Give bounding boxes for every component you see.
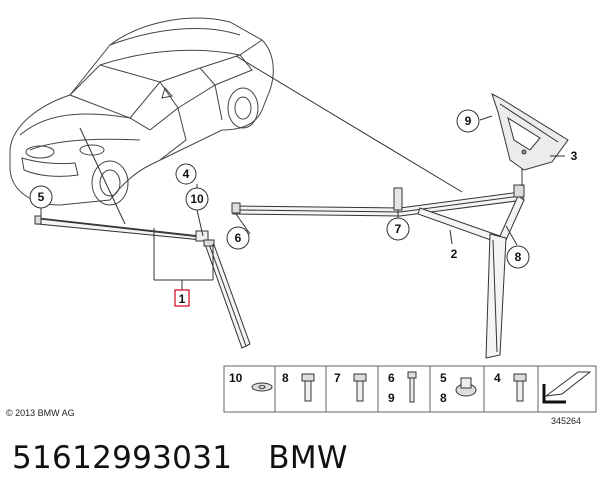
svg-text:4: 4 bbox=[183, 167, 190, 181]
svg-text:4: 4 bbox=[494, 371, 501, 385]
callout-2: 2 bbox=[451, 247, 458, 261]
legend-item-bolt-7: 7 bbox=[334, 371, 367, 402]
car-illustration bbox=[9, 17, 274, 206]
part-caption: 51612993031 BMW bbox=[12, 440, 348, 476]
svg-text:9: 9 bbox=[388, 391, 395, 405]
callout-5: 5 bbox=[29, 185, 53, 209]
bracket bbox=[491, 93, 569, 171]
svg-text:6: 6 bbox=[235, 231, 242, 245]
left-brace-rail bbox=[34, 215, 209, 242]
svg-text:10: 10 bbox=[229, 371, 243, 385]
svg-text:3: 3 bbox=[571, 149, 578, 163]
callout-4: 4 bbox=[175, 163, 197, 185]
svg-text:7: 7 bbox=[395, 222, 402, 236]
parts-diagram: 9 3 4 10 5 6 7 2 8 1 bbox=[6, 17, 597, 426]
callout-10: 10 bbox=[185, 187, 209, 211]
svg-text:2: 2 bbox=[451, 247, 458, 261]
svg-text:8: 8 bbox=[440, 391, 447, 405]
svg-text:5: 5 bbox=[38, 190, 45, 204]
callout-9: 9 bbox=[456, 109, 480, 133]
callout-1: 1 bbox=[174, 289, 190, 307]
page-arrow-icon bbox=[542, 371, 592, 404]
legend-item-bolt-8: 8 bbox=[282, 371, 315, 402]
copyright-text: © 2013 BMW AG bbox=[6, 408, 75, 418]
leader-lines bbox=[40, 55, 565, 290]
svg-text:7: 7 bbox=[334, 371, 341, 385]
vertical-strut bbox=[203, 239, 251, 349]
brand-name: BMW bbox=[268, 440, 348, 476]
svg-text:6: 6 bbox=[388, 371, 395, 385]
svg-text:5: 5 bbox=[440, 371, 447, 385]
callout-7: 7 bbox=[386, 217, 410, 241]
legend-item-screw-6-9: 6 9 bbox=[388, 371, 417, 405]
part-number: 51612993031 bbox=[12, 440, 233, 476]
legend-item-bolt-4: 4 bbox=[494, 371, 527, 402]
svg-text:1: 1 bbox=[179, 292, 186, 306]
callout-6: 6 bbox=[226, 226, 250, 250]
svg-text:8: 8 bbox=[282, 371, 289, 385]
legend-item-washer: 10 bbox=[229, 371, 273, 392]
svg-text:10: 10 bbox=[190, 192, 204, 206]
svg-text:8: 8 bbox=[515, 250, 522, 264]
hardware-legend: 10 8 7 6 9 5 8 bbox=[223, 365, 597, 413]
right-brace-frame bbox=[231, 184, 525, 359]
svg-text:9: 9 bbox=[465, 114, 472, 128]
legend-item-nut-5-8: 5 8 bbox=[440, 371, 477, 405]
diagram-id: 345264 bbox=[551, 416, 581, 426]
callout-3: 3 bbox=[571, 149, 578, 163]
callout-8: 8 bbox=[506, 245, 530, 269]
